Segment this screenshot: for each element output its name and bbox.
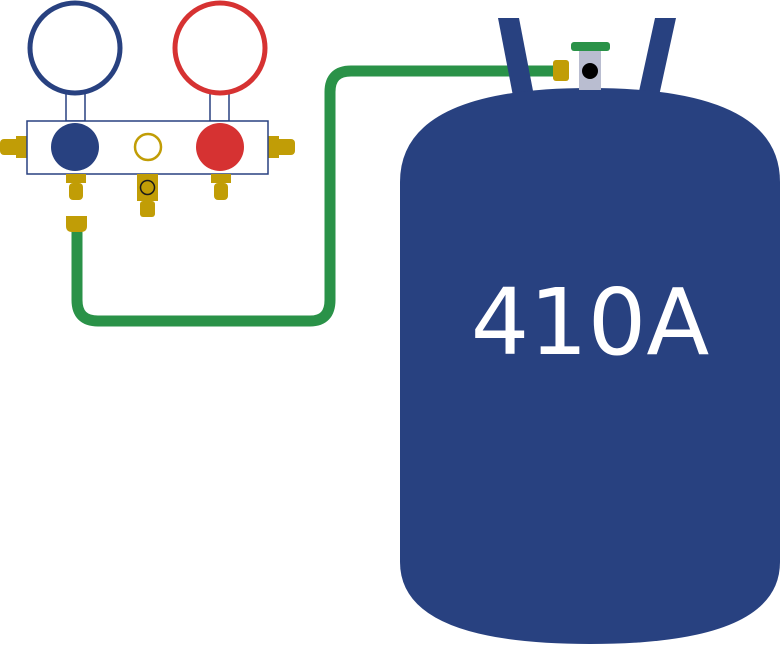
right-side-fitting <box>275 139 295 155</box>
left-side-fitting <box>0 139 20 155</box>
center-port-fitting-icon <box>139 179 156 196</box>
hose-end-fitting <box>66 216 87 232</box>
center-port-fitting[interactable] <box>137 174 158 217</box>
left-side-fitting-nut <box>16 136 27 158</box>
low-side-port-fitting[interactable] <box>66 174 86 200</box>
tank-label: 410A <box>471 269 710 376</box>
gauge-stems <box>65 92 230 122</box>
low-gauge-stem <box>65 92 86 122</box>
manifold-side-fittings <box>0 136 295 158</box>
high-side-knob-icon[interactable] <box>196 123 244 171</box>
tank-valve-handle[interactable] <box>571 42 610 51</box>
right-side-fitting-nut <box>268 136 279 158</box>
tank-valve-fitting <box>553 60 569 81</box>
refrigerant-tank: 410A <box>400 88 780 644</box>
tank-handles <box>498 18 676 96</box>
manifold-bottom-fittings <box>66 174 231 217</box>
tank-valve[interactable] <box>553 42 610 90</box>
high-side-port-fitting[interactable] <box>211 174 231 200</box>
tank-handle-left <box>498 18 534 96</box>
low-pressure-gauge-icon <box>27 0 123 96</box>
high-gauge-stem <box>209 92 230 122</box>
tank-body <box>400 88 780 644</box>
charging-hose[interactable] <box>71 65 562 327</box>
low-side-knob-icon[interactable] <box>51 123 99 171</box>
tank-handle-right <box>638 18 676 96</box>
center-port-icon <box>133 132 163 162</box>
high-pressure-gauge-icon <box>172 0 268 96</box>
tank-valve-port-icon <box>582 63 598 79</box>
